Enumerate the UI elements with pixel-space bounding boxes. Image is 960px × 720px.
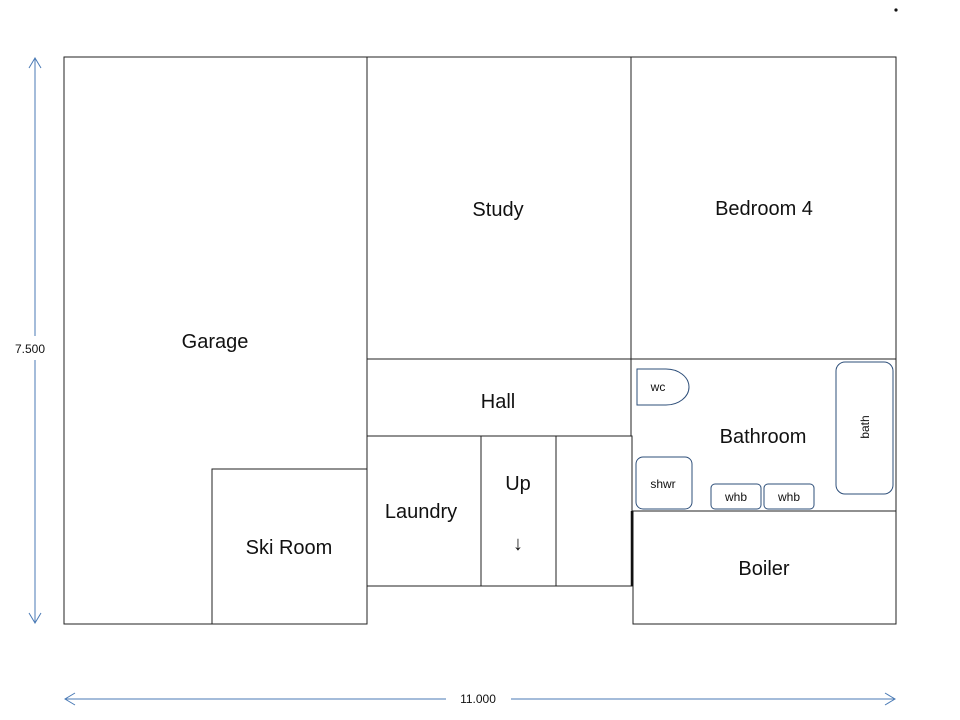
label-bath: bath — [858, 415, 872, 438]
basin-icon — [710, 483, 762, 510]
label-hall: Hall — [481, 391, 515, 413]
arrowhead-down-icon — [28, 612, 42, 624]
label-basin-2: whb — [777, 490, 800, 504]
room-boiler — [632, 510, 897, 625]
room-stairs — [480, 435, 557, 587]
room-closet — [555, 435, 633, 587]
label-garage: Garage — [182, 331, 249, 353]
marker-dot — [894, 8, 898, 12]
label-basin-1: whb — [724, 490, 747, 504]
label-study: Study — [472, 199, 523, 221]
dimension-width: 11.000 — [460, 692, 496, 706]
label-shower: shwr — [650, 477, 675, 491]
room-study — [366, 56, 632, 360]
shower-icon — [635, 456, 693, 510]
toilet-icon — [636, 368, 690, 406]
bath-icon — [835, 361, 894, 495]
label-ski-room: Ski Room — [246, 537, 333, 559]
label-bedroom-4: Bedroom 4 — [715, 198, 813, 220]
label-boiler: Boiler — [738, 558, 789, 580]
room-bedroom-4 — [630, 56, 897, 360]
label-wc: wc — [650, 380, 666, 394]
label-laundry: Laundry — [385, 501, 457, 523]
basin-icon — [763, 483, 815, 510]
dimension-height: 7.500 — [15, 342, 45, 356]
label-bathroom: Bathroom — [720, 426, 807, 448]
label-stairs-up: Up — [505, 473, 531, 495]
room-laundry — [366, 435, 482, 587]
arrowhead-right-icon — [884, 692, 896, 706]
stairs-down-arrow-icon: ↓ — [513, 533, 523, 555]
arrowhead-left-icon — [64, 692, 76, 706]
room-ski-room — [211, 468, 368, 625]
arrowhead-up-icon — [28, 57, 42, 69]
room-hall — [366, 358, 632, 437]
